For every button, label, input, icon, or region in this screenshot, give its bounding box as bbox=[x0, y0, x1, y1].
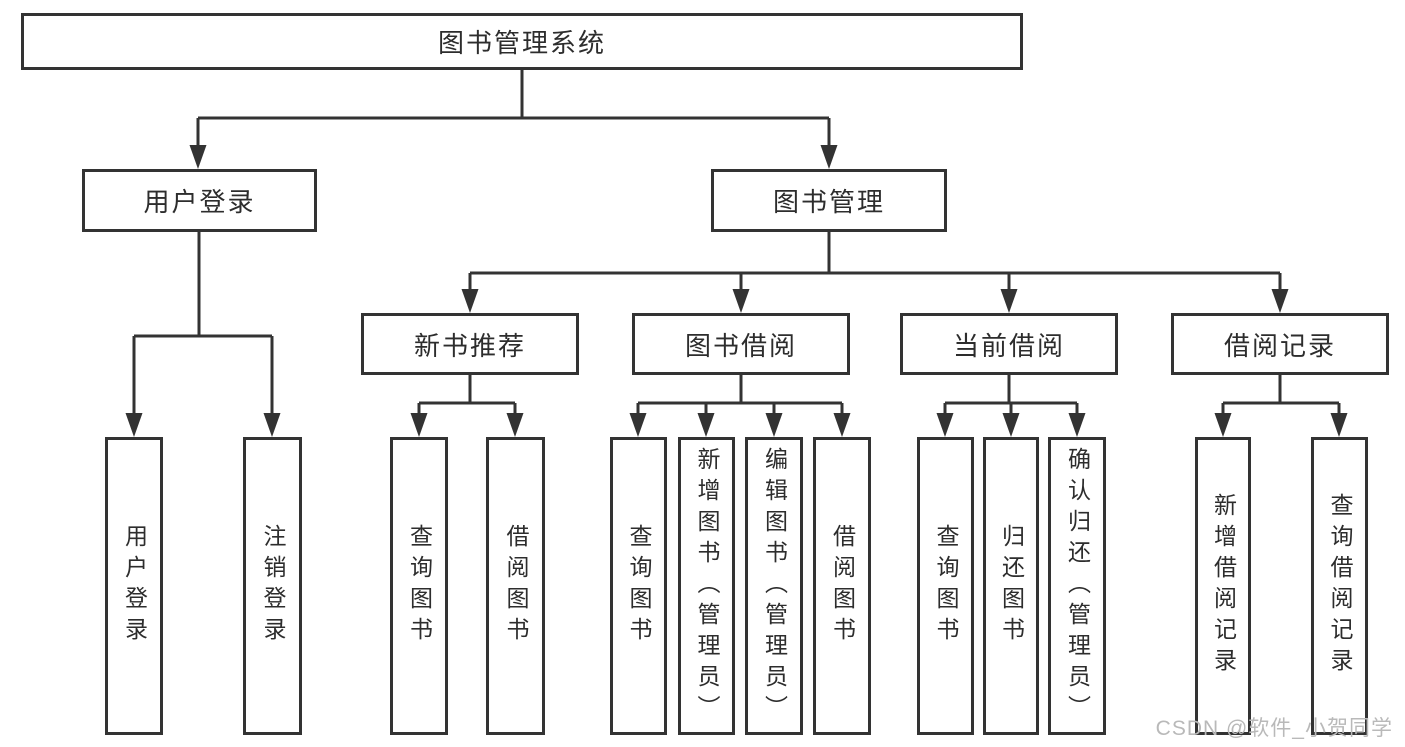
leaf-nbr-query-books: 查询图书 bbox=[390, 437, 448, 735]
leaf-br-query-borrow-record-label: 查询借阅记录 bbox=[1327, 493, 1353, 679]
arrow-down-icon bbox=[125, 413, 143, 437]
arrow-down-icon bbox=[1000, 289, 1018, 313]
leaf-cb-confirm-return-admin: 确认归还（管理员） bbox=[1048, 437, 1106, 735]
arrow-down-icon bbox=[629, 413, 647, 437]
connector-bb-to-leaves bbox=[636, 375, 844, 420]
leaf-cb-confirm-return-admin-label: 确认归还（管理员） bbox=[1064, 446, 1091, 726]
leaf-cb-return-books: 归还图书 bbox=[983, 437, 1039, 735]
leaf-bb-edit-books-admin-label: 编辑图书（管理员） bbox=[761, 446, 788, 726]
arrow-down-icon bbox=[820, 145, 838, 169]
arrowheads bbox=[125, 145, 1348, 437]
leaf-br-add-borrow-record-label: 新增借阅记录 bbox=[1210, 493, 1237, 679]
node-current-borrow: 当前借阅 bbox=[900, 313, 1118, 375]
node-root-label: 图书管理系统 bbox=[437, 28, 606, 58]
connector-root-to-level1 bbox=[196, 70, 831, 150]
csdn-watermark: CSDN @软件_小贺同学 bbox=[1155, 717, 1393, 740]
arrow-down-icon bbox=[732, 289, 750, 313]
node-current-borrow-label: 当前借阅 bbox=[952, 330, 1065, 361]
arrow-down-icon bbox=[263, 413, 281, 437]
node-book-borrow: 图书借阅 bbox=[632, 313, 850, 375]
arrow-down-icon bbox=[1214, 413, 1232, 437]
connector-nbr-to-leaves bbox=[417, 375, 517, 420]
arrow-down-icon bbox=[1068, 413, 1086, 437]
arrow-down-icon bbox=[1330, 413, 1348, 437]
leaf-nbr-borrow-books: 借阅图书 bbox=[486, 437, 545, 735]
leaf-bb-add-books-admin: 新增图书（管理员） bbox=[678, 437, 735, 735]
leaf-bb-add-books-admin-label: 新增图书（管理员） bbox=[694, 446, 720, 726]
arrow-down-icon bbox=[833, 413, 851, 437]
node-user-login: 用户登录 bbox=[82, 169, 317, 232]
arrow-down-icon bbox=[765, 413, 783, 437]
connector-cb-to-leaves bbox=[943, 375, 1079, 420]
leaf-logout-login: 注销登录 bbox=[243, 437, 302, 735]
node-new-book-recommend: 新书推荐 bbox=[361, 313, 579, 375]
leaf-bb-borrow-books-label: 借阅图书 bbox=[829, 524, 856, 648]
node-root: 图书管理系统 bbox=[21, 13, 1023, 70]
leaf-bb-query-books-label: 查询图书 bbox=[626, 524, 652, 648]
leaf-user-login-label: 用户登录 bbox=[121, 524, 148, 648]
leaf-nbr-query-books-label: 查询图书 bbox=[406, 524, 433, 648]
leaf-br-query-borrow-record: 查询借阅记录 bbox=[1311, 437, 1368, 735]
node-book-management: 图书管理 bbox=[711, 169, 947, 232]
leaf-bb-borrow-books: 借阅图书 bbox=[813, 437, 871, 735]
arrow-down-icon bbox=[1002, 413, 1020, 437]
arrow-down-icon bbox=[697, 413, 715, 437]
connector-login-to-leaves bbox=[132, 232, 274, 420]
leaf-user-login: 用户登录 bbox=[105, 437, 163, 735]
connector-mgmt-to-level2 bbox=[468, 232, 1282, 295]
node-user-login-label: 用户登录 bbox=[143, 187, 256, 217]
node-book-borrow-label: 图书借阅 bbox=[684, 330, 797, 361]
node-book-management-label: 图书管理 bbox=[772, 187, 885, 217]
leaf-cb-query-books: 查询图书 bbox=[917, 437, 974, 735]
arrow-down-icon bbox=[410, 413, 428, 437]
arrow-down-icon bbox=[936, 413, 954, 437]
node-borrow-records-label: 借阅记录 bbox=[1223, 330, 1336, 361]
connector-br-to-leaves bbox=[1221, 375, 1341, 420]
leaf-bb-query-books: 查询图书 bbox=[610, 437, 667, 735]
arrow-down-icon bbox=[506, 413, 524, 437]
leaf-cb-query-books-label: 查询图书 bbox=[933, 524, 959, 648]
leaf-br-add-borrow-record: 新增借阅记录 bbox=[1195, 437, 1251, 735]
leaf-bb-edit-books-admin: 编辑图书（管理员） bbox=[745, 437, 803, 735]
arrow-down-icon bbox=[1271, 289, 1289, 313]
arrow-down-icon bbox=[461, 289, 479, 313]
leaf-cb-return-books-label: 归还图书 bbox=[998, 524, 1025, 648]
leaf-logout-login-label: 注销登录 bbox=[260, 524, 286, 648]
node-borrow-records: 借阅记录 bbox=[1171, 313, 1389, 375]
node-new-book-recommend-label: 新书推荐 bbox=[413, 330, 526, 361]
leaf-nbr-borrow-books-label: 借阅图书 bbox=[503, 524, 529, 648]
arrow-down-icon bbox=[189, 145, 207, 169]
